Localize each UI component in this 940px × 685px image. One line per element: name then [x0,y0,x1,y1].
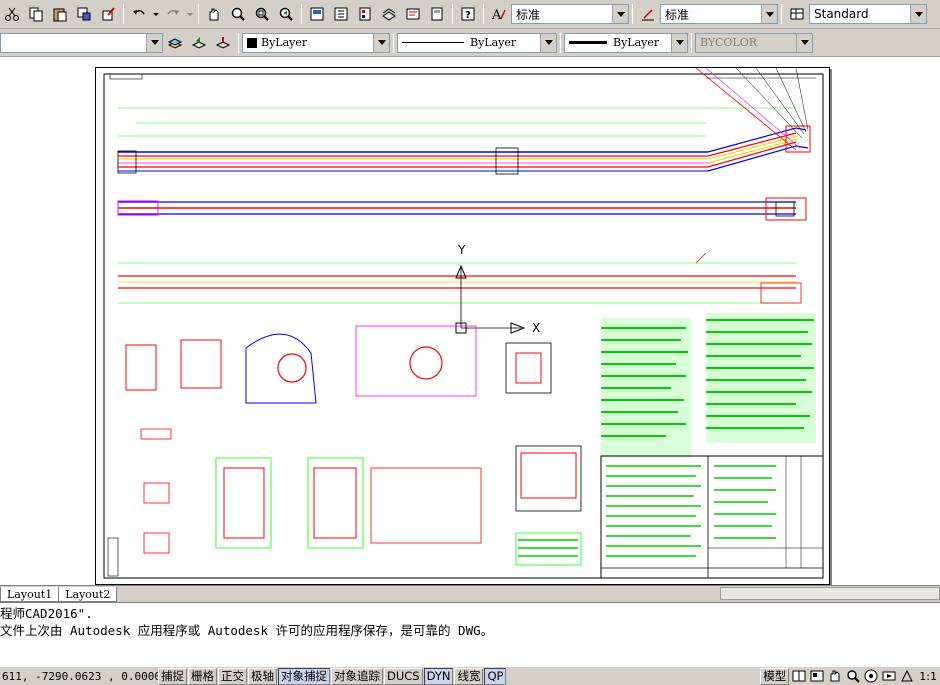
sheet-set-icon[interactable] [378,3,400,25]
command-line[interactable]: 程师CAD2016". 文件上次由 Autodesk 应用程序或 Autodes… [0,602,940,666]
section-views [125,325,582,554]
annotation-scale-value[interactable]: 1:1 [919,669,937,683]
linetype-select[interactable]: ByLayer [397,32,557,53]
layers-properties-toolbar: ByLayer ByLayer ByLayer BYCOLOR [0,29,940,57]
plotstyle-value: BYCOLOR [700,36,757,49]
properties-icon[interactable] [306,3,328,25]
lineweight-toggle[interactable]: 线宽 [454,667,484,685]
dim-style-select[interactable]: 标准 [660,4,778,24]
text-style-value: 标准 [516,7,541,22]
help-icon[interactable]: ? [457,3,479,25]
ducs-toggle[interactable]: DUCS [384,667,423,685]
table-style-value: Standard [814,7,869,21]
calculator-icon[interactable] [426,3,448,25]
table-style-select[interactable]: Standard [809,4,927,24]
design-center-icon[interactable] [330,3,352,25]
pan-status-icon[interactable] [826,668,844,685]
dim-style-value: 标准 [665,7,690,22]
ucs-y-label: Y [457,243,466,257]
ucs-x-label: X [532,321,540,335]
paper-sheet[interactable]: Y X [95,67,830,585]
layer-manager-icon[interactable] [164,32,186,54]
conveyor-elevation [117,67,816,175]
undo-dropdown-icon[interactable] [152,3,160,25]
linetype-preview [402,42,464,43]
layer-previous-icon[interactable] [188,32,210,54]
conveyor-plan [117,197,807,221]
color-swatch [247,37,257,48]
layout-icon[interactable] [790,668,808,685]
svg-text:A: A [491,8,502,22]
pan-icon[interactable] [203,3,225,25]
redo-dropdown-icon[interactable] [186,3,194,25]
paste-icon[interactable] [49,3,71,25]
zoom-status-icon[interactable] [844,668,862,685]
annotation-scale-icon[interactable] [898,668,916,685]
technical-notes [515,313,816,566]
layout-tabs: Layout1 Layout2 [0,585,940,602]
title-block [107,455,824,579]
snap-toggle[interactable]: 捕捉 [158,667,187,685]
copy-icon[interactable] [25,3,47,25]
color-select[interactable]: ByLayer [242,32,390,53]
drawing-content: Y X [103,67,824,579]
block-editor-icon[interactable] [97,3,119,25]
redo-icon[interactable] [162,3,184,25]
standard-toolbar: ? A 标准 标准 Standard [0,0,940,29]
markup-icon[interactable] [402,3,424,25]
command-history-line-2: 文件上次由 Autodesk 应用程序或 Autodesk 许可的应用程序保存，… [0,623,494,638]
tool-palettes-icon[interactable] [354,3,376,25]
dyn-toggle[interactable]: DYN [423,667,454,685]
undo-icon[interactable] [128,3,150,25]
make-object-layer-current-icon[interactable] [212,32,234,54]
zoom-realtime-icon[interactable] [227,3,249,25]
text-style-select[interactable]: 标准 [511,4,629,24]
lineweight-select[interactable]: ByLayer [564,32,688,53]
showmotion-icon[interactable] [880,668,898,685]
ucs-icon: Y X [455,243,540,335]
status-bar: 611, -7290.0623 , 0.0000 捕捉 栅格 正交 极轴 对象捕… [0,666,940,685]
ortho-toggle[interactable]: 正交 [218,667,247,685]
plotstyle-select[interactable]: BYCOLOR [695,32,813,53]
text-style-icon[interactable]: A [488,3,510,25]
steering-wheel-icon[interactable] [862,668,880,685]
linetype-value: ByLayer [470,36,517,49]
dim-style-icon[interactable] [637,3,659,25]
coordinate-readout: 611, -7290.0623 , 0.0000 [2,669,158,683]
layer-select[interactable] [0,32,163,53]
command-history-line-1: 程师CAD2016". [0,606,93,621]
zoom-window-icon[interactable] [251,3,273,25]
table-style-icon[interactable] [786,3,808,25]
grid-toggle[interactable]: 栅格 [188,667,217,685]
model-toggle[interactable]: 模型 [760,667,790,685]
tab-layout1[interactable]: Layout1 [0,587,60,602]
quick-properties-toggle[interactable]: QP [484,667,507,685]
cut-icon[interactable] [1,3,23,25]
viewport-icon[interactable] [808,668,826,685]
lineweight-value: ByLayer [613,36,660,49]
otrack-toggle[interactable]: 对象追踪 [331,667,383,685]
zoom-previous-icon[interactable] [275,3,297,25]
lineweight-preview [569,41,607,44]
horizontal-scrollbar[interactable] [720,587,940,600]
tab-layout2[interactable]: Layout2 [58,587,118,602]
osnap-toggle[interactable]: 对象捕捉 [278,667,330,685]
svg-text:?: ? [465,10,471,21]
match-properties-icon[interactable] [73,3,95,25]
polar-toggle[interactable]: 极轴 [248,667,277,685]
color-value: ByLayer [261,36,308,49]
